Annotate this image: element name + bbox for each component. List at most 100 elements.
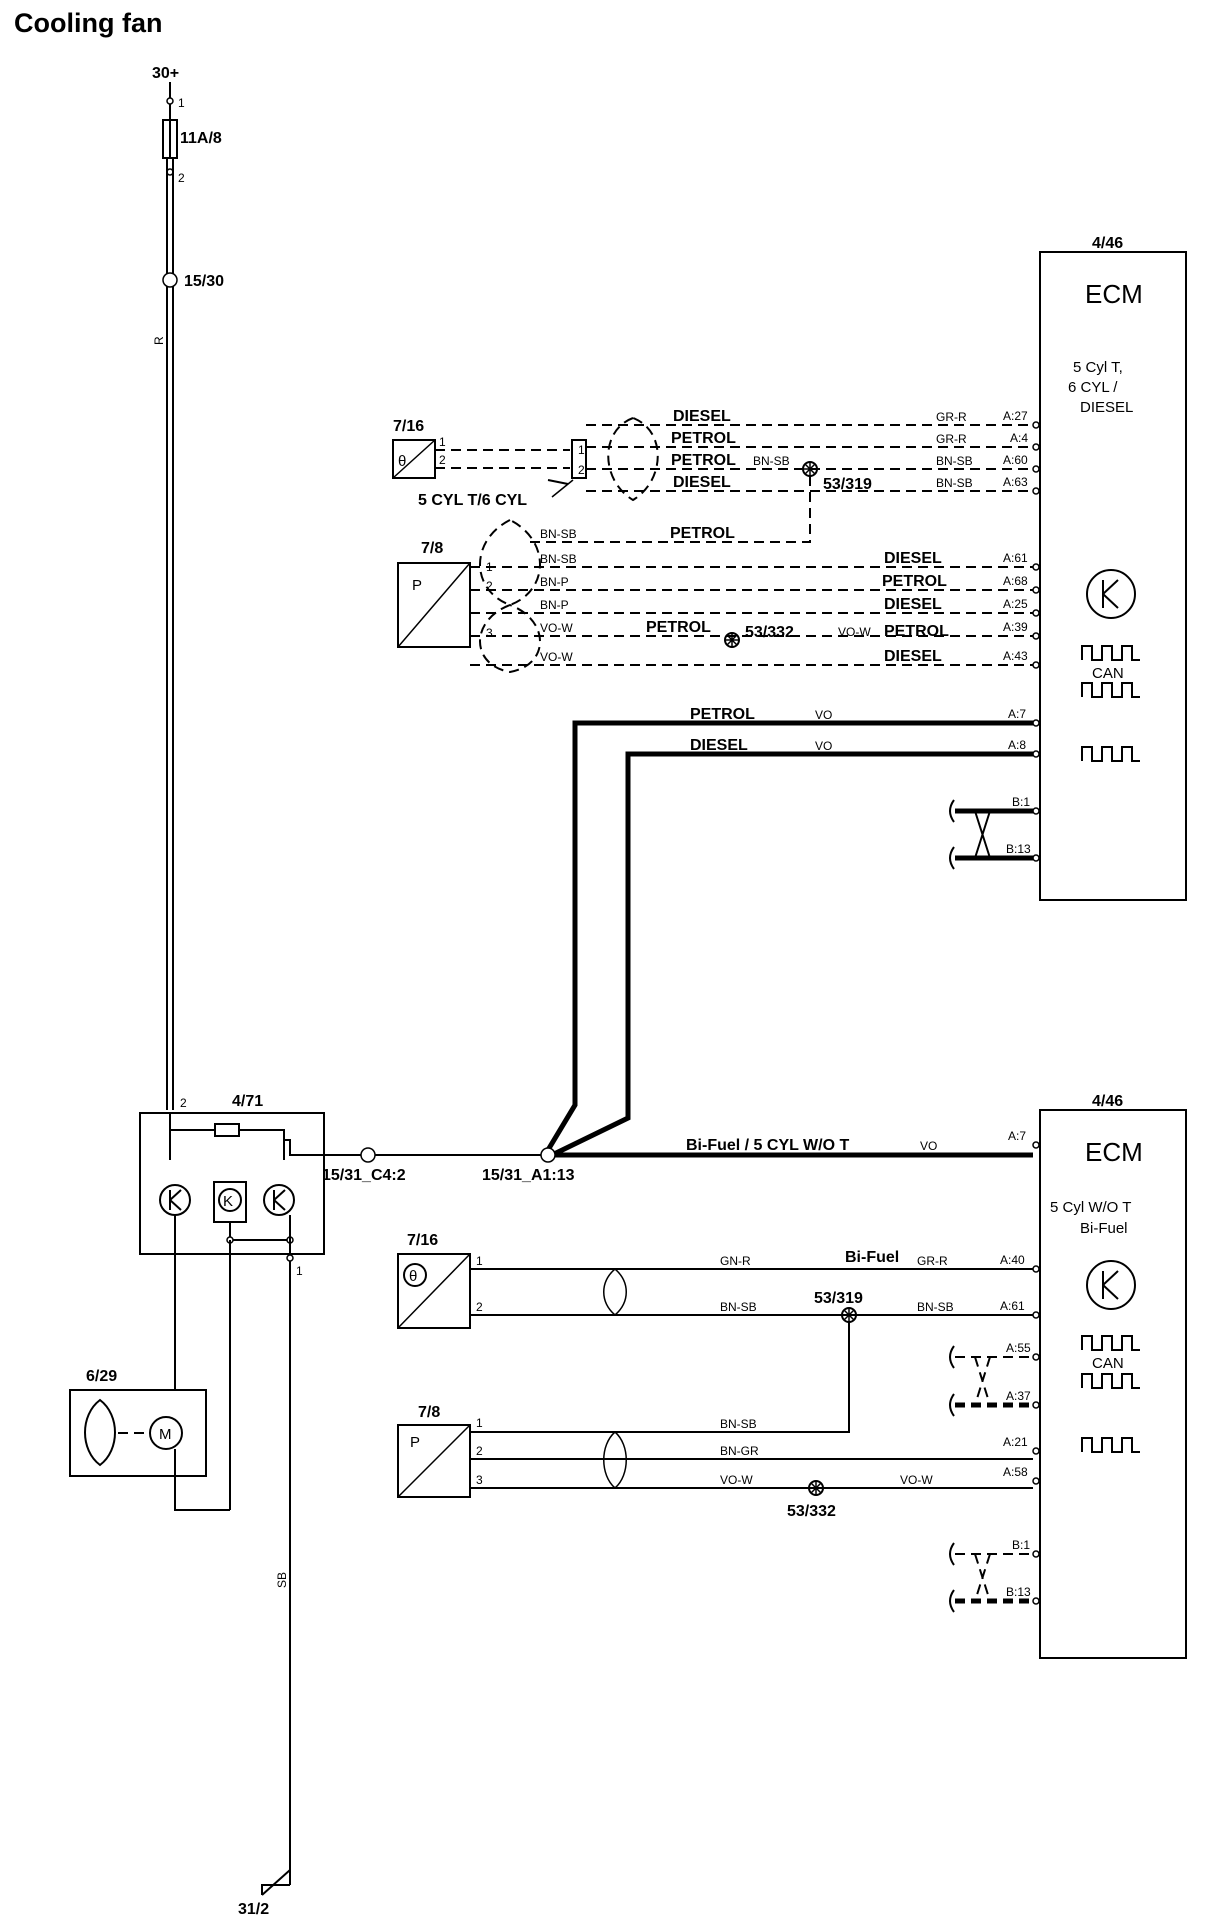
wire-color: BN-SB bbox=[540, 527, 577, 541]
ecm-upper-variant-1: 5 Cyl T, bbox=[1073, 359, 1123, 376]
wire-color: VO-W bbox=[900, 1473, 933, 1487]
wire-color: VO bbox=[815, 739, 832, 753]
wire-color: VO-W bbox=[540, 621, 573, 635]
ecm-lower-can: CAN bbox=[1092, 1355, 1124, 1372]
upper-temp-sensor-symbol: θ bbox=[398, 453, 406, 470]
ecm-upper-pin: B:13 bbox=[1006, 842, 1031, 856]
wire-color: BN-SB bbox=[917, 1300, 954, 1314]
square-wave-icon bbox=[1081, 1437, 1140, 1453]
wire-color: GR-R bbox=[917, 1254, 948, 1268]
ground-id: 31/2 bbox=[238, 1901, 269, 1918]
variant-note: 5 CYL T/6 CYL bbox=[418, 492, 527, 509]
splice-15-30-label: 15/30 bbox=[184, 273, 224, 290]
signal-label: PETROL bbox=[671, 430, 736, 447]
square-wave-icon bbox=[1081, 682, 1140, 698]
wire-color: BN-SB bbox=[720, 1300, 757, 1314]
connector-a1 bbox=[540, 1147, 556, 1163]
wire-color: BN-SB bbox=[540, 552, 577, 566]
ecm-upper-box bbox=[1039, 251, 1187, 901]
ecm-lower-can-lines bbox=[949, 1345, 1033, 1613]
signal-label: DIESEL bbox=[884, 550, 942, 567]
fan-relay-symbol: K bbox=[223, 1193, 233, 1210]
twisted-pair-icon bbox=[603, 1431, 627, 1489]
ecm-upper-pins: A:27 A:4 A:60 A:63 A:61 A:68 A:25 A:39 A… bbox=[1003, 409, 1040, 862]
ecm-upper-pin: A:61 bbox=[1003, 551, 1028, 565]
wire-color: BN-SB bbox=[753, 454, 790, 468]
wire-color: BN-SB bbox=[720, 1417, 757, 1431]
twisted-pair-icon bbox=[479, 518, 541, 607]
twisted-pair-icon bbox=[603, 1268, 627, 1316]
fan-module-id: 4/71 bbox=[232, 1093, 263, 1110]
connector-a1-label: 15/31_A1:13 bbox=[482, 1167, 575, 1184]
signal-label: DIESEL bbox=[673, 474, 731, 491]
wire-color: VO bbox=[815, 708, 832, 722]
variant-connector-pin-1: 1 bbox=[578, 443, 585, 457]
page-title: Cooling fan bbox=[14, 8, 162, 38]
wire-color: BN-P bbox=[540, 575, 569, 589]
wire-color: GR-R bbox=[936, 410, 967, 424]
lower-temp-pin-1: 1 bbox=[476, 1254, 483, 1268]
signal-label: PETROL bbox=[882, 573, 947, 590]
fan-module-resistor bbox=[214, 1123, 240, 1137]
ecm-upper-pin: A:43 bbox=[1003, 649, 1028, 663]
wire-color: BN-GR bbox=[720, 1444, 759, 1458]
ecm-upper-pin: A:25 bbox=[1003, 597, 1028, 611]
ecm-upper-pin: A:39 bbox=[1003, 620, 1028, 634]
signal-label: PETROL bbox=[671, 452, 736, 469]
ecm-upper-variant-3: DIESEL bbox=[1080, 399, 1133, 416]
ecm-lower-pin: B:13 bbox=[1006, 1585, 1031, 1599]
fuse-pin-top bbox=[166, 97, 174, 105]
fuse-pin-bottom-label: 2 bbox=[178, 171, 185, 185]
upper-temp-sensor-id: 7/16 bbox=[393, 418, 424, 435]
ecm-lower-pin: A:55 bbox=[1006, 1341, 1031, 1355]
ecm-lower-pin: A:61 bbox=[1000, 1299, 1025, 1313]
splice-15-30 bbox=[162, 272, 178, 288]
bifuel-wire-color: VO bbox=[920, 1139, 937, 1153]
fan-icon bbox=[84, 1398, 116, 1467]
supply-label: 30+ bbox=[152, 65, 179, 82]
transistor-icon bbox=[1086, 569, 1136, 619]
splice-53-332-upper bbox=[724, 632, 740, 648]
fan-module-pin-1: 1 bbox=[296, 1264, 303, 1278]
wire-color: BN-P bbox=[540, 598, 569, 612]
ecm-upper-pin: A:8 bbox=[1008, 738, 1026, 752]
wire-color: VO-W bbox=[540, 650, 573, 664]
fan-motor-id: 6/29 bbox=[86, 1368, 117, 1385]
variant-connector-pin-2: 2 bbox=[578, 463, 585, 477]
splice-53-332-lower-label: 53/332 bbox=[787, 1503, 836, 1520]
connector-c4-label: 15/31_C4:2 bbox=[322, 1167, 406, 1184]
ecm-upper-id: 4/46 bbox=[1092, 235, 1123, 252]
lower-pressure-symbol: P bbox=[410, 1434, 420, 1451]
ecm-upper-pin: A:68 bbox=[1003, 574, 1028, 588]
ground-wire-color: SB bbox=[275, 1572, 289, 1588]
ecm-lower-pin: A:7 bbox=[1008, 1129, 1026, 1143]
ecm-upper-name: ECM bbox=[1085, 279, 1143, 309]
signal-label: PETROL bbox=[646, 619, 711, 636]
variant-connector bbox=[571, 439, 587, 479]
ecm-upper-pin: A:60 bbox=[1003, 453, 1028, 467]
wire-color: GN-R bbox=[720, 1254, 751, 1268]
transistor-icon bbox=[1086, 1260, 1136, 1310]
ecm-upper-can: CAN bbox=[1092, 665, 1124, 682]
ecm-upper-pin: A:27 bbox=[1003, 409, 1028, 423]
twisted-pair-icon bbox=[607, 416, 659, 502]
lower-temp-sensor-symbol: θ bbox=[409, 1268, 417, 1285]
lower-pressure-sensor-id: 7/8 bbox=[418, 1404, 440, 1421]
square-wave-icon bbox=[1081, 645, 1140, 661]
splice-53-319-lower bbox=[841, 1307, 857, 1323]
upper-temp-signals: DIESEL GR-R PETROL GR-R PETROL BN-SB BN-… bbox=[586, 408, 1033, 492]
fan-control-wires: PETROL VO DIESEL VO bbox=[545, 706, 1033, 1158]
ecm-lower-id: 4/46 bbox=[1092, 1093, 1123, 1110]
splice-53-319-upper bbox=[802, 461, 818, 477]
ecm-lower-pin: A:58 bbox=[1003, 1465, 1028, 1479]
ecm-lower-pin: B:1 bbox=[1012, 1538, 1030, 1552]
ecm-lower-pin: A:40 bbox=[1000, 1253, 1025, 1267]
wire-color: VO-W bbox=[838, 625, 871, 639]
ecm-lower-name: ECM bbox=[1085, 1137, 1143, 1167]
signal-label: DIESEL bbox=[884, 596, 942, 613]
signal-label: DIESEL bbox=[673, 408, 731, 425]
square-wave-icon bbox=[1081, 1373, 1140, 1389]
fan-motor-symbol: M bbox=[159, 1426, 172, 1443]
lower-pressure-pin: 3 bbox=[476, 1473, 483, 1487]
